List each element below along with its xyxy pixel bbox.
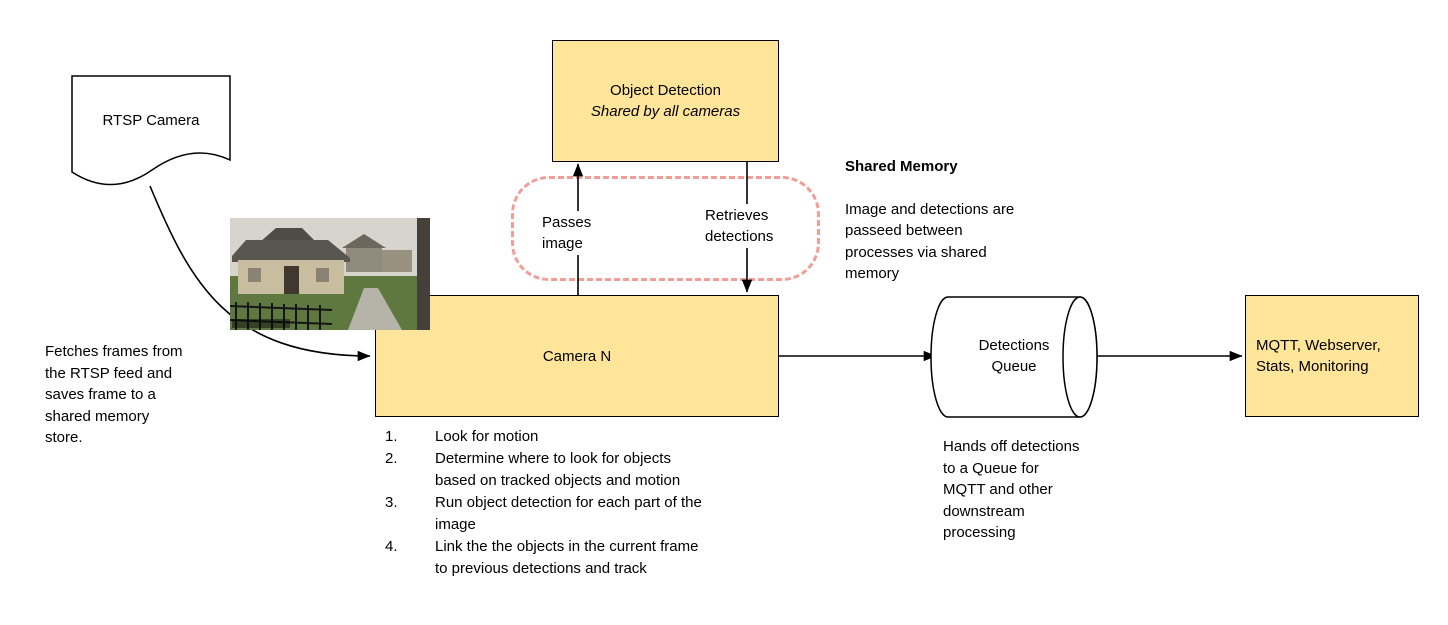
photo-distant-house: [346, 246, 382, 272]
passes-image-label: Passes image: [538, 211, 596, 255]
object-detection-node: Object Detection Shared by all cameras: [552, 40, 779, 162]
rtsp-camera-label: RTSP Camera: [102, 112, 200, 129]
photo-main-house: [232, 228, 350, 294]
shared-memory-title: Shared Memory: [845, 157, 958, 175]
photo-porch-post: [417, 218, 430, 330]
arrow-rtsp-to-camera: [149, 185, 371, 362]
shared-memory-note: Shared Memory Image and detections are p…: [845, 134, 1014, 306]
retrieves-detections-label: Retrieves detections: [701, 204, 778, 248]
camera-n-label: Camera N: [542, 347, 612, 365]
camera-steps-list: Look for motion Determine where to look …: [383, 426, 753, 580]
camera-step-3: Run object detection for each part of th…: [385, 492, 702, 533]
outputs-node: MQTT, Webserver, Stats, Monitoring: [1245, 295, 1419, 417]
object-detection-subtitle: Shared by all cameras: [590, 103, 741, 120]
rtsp-camera-shape: [71, 75, 231, 186]
shared-memory-body: Image and detections are passeed between…: [845, 200, 1015, 283]
camera-step-1: Look for motion: [385, 426, 539, 448]
camera-step-2: Determine where to look for objects base…: [385, 448, 681, 489]
detections-queue-shape: [930, 296, 1098, 418]
shared-memory-region: [511, 176, 820, 281]
photo-sidewalk: [348, 288, 402, 330]
photo-timestamp-overlay: [232, 319, 290, 328]
object-detection-title: Object Detection: [610, 82, 721, 99]
camera-step-4: Link the the objects in the current fram…: [385, 536, 699, 577]
detections-queue-label: Detections Queue: [978, 337, 1050, 375]
fetch-note: Fetches frames from the RTSP feed and sa…: [45, 343, 183, 446]
queue-note: Hands off detections to a Queue for MQTT…: [943, 438, 1080, 541]
outputs-label: MQTT, Webserver, Stats, Monitoring: [1256, 337, 1381, 375]
photo-fence: [230, 302, 333, 330]
camera-frame-image: [230, 218, 430, 330]
camera-n-node: Camera N: [375, 295, 779, 417]
